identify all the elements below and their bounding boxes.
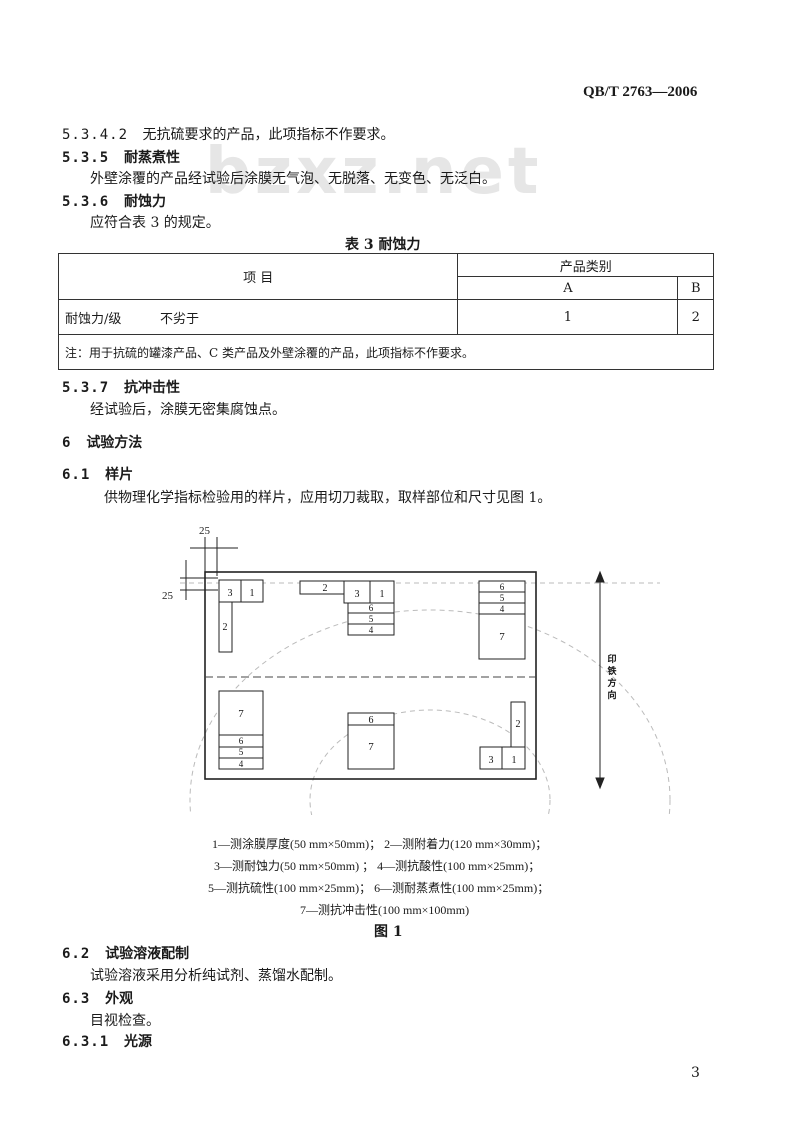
table-item-header: 项 目: [57, 253, 459, 300]
clause-number: 6.3: [62, 991, 91, 1007]
clause-6-1-body: 供物理化学指标检验用的样片，应用切刀裁取，取样部位和尺寸见图 1。: [104, 490, 552, 506]
dimension-top: [190, 537, 238, 576]
clause-text: 无抗硫要求的产品，此项指标不作要求。: [142, 127, 395, 143]
clause-title: 耐蚀力: [124, 194, 167, 210]
table-caption: 表 3 耐蚀力: [345, 237, 421, 253]
table-note: 注：用于抗硫的罐漆产品、C 类产品及外壁涂覆的产品，此项指标不作要求。: [58, 334, 714, 370]
sample-block: [343, 580, 395, 604]
watermark-text: bzxz.net: [205, 135, 543, 209]
printing-direction-arrow: [595, 570, 605, 790]
label-7: 7: [499, 631, 505, 643]
background-curves: [180, 582, 671, 815]
dimension-left-label: 25: [162, 590, 174, 602]
direction-char: 印: [607, 653, 616, 664]
table-col-b: B: [677, 276, 714, 300]
sample-block: [218, 601, 233, 653]
standard-number: QB/T 2763—2006: [583, 84, 698, 100]
label-2: 2: [323, 583, 328, 594]
clause-number: 6.1: [62, 467, 91, 483]
label-1: 1: [250, 588, 255, 599]
table-col-a: A: [457, 276, 679, 300]
label-5: 5: [369, 614, 374, 624]
clause-number: 5.3.4.2: [62, 127, 129, 143]
dimension-top-label: 25: [199, 525, 211, 537]
table-row-condition: 不劣于: [160, 299, 459, 335]
label-6: 6: [369, 603, 374, 613]
clause-number: 6.2: [62, 946, 91, 962]
sample-block: [478, 580, 526, 660]
direction-char: 铁: [607, 665, 616, 676]
clause-6-3-1-heading: 6.3.1 光源: [62, 1031, 152, 1051]
sample-block: [218, 690, 264, 770]
clause-5-3-7-body: 经试验后，涂膜无密集腐蚀点。: [90, 402, 286, 418]
clause-5-3-4-2: 5.3.4.2 无抗硫要求的产品，此项指标不作要求。: [62, 124, 394, 144]
clause-number: 6.3.1: [62, 1034, 110, 1050]
table-val-b: 2: [677, 299, 714, 335]
figure-legend-line: 1—测涂膜厚度(50 mm×50mm)； 2—测附着力(120 mm×30mm)…: [212, 837, 548, 851]
label-7: 7: [368, 741, 374, 753]
clause-5-3-6-heading: 5.3.6 耐蚀力: [62, 191, 166, 211]
direction-char: 方: [607, 677, 616, 688]
table-3: 项 目 产品类别 A B 耐蚀力/级 不劣于 1 2 注：用于抗硫的罐漆产品、C…: [57, 253, 714, 370]
label-4: 4: [369, 625, 374, 635]
page-number: 3: [691, 1065, 700, 1081]
label-3: 3: [489, 755, 494, 766]
clause-5-3-5-body: 外壁涂覆的产品经试验后涂膜无气泡、无脱落、无变色、无泛白。: [90, 171, 496, 187]
figure-legend-line: 7—测抗冲击性(100 mm×100mm): [300, 903, 470, 917]
clause-title: 试验溶液配制: [105, 946, 190, 962]
clause-6-3-heading: 6.3 外观: [62, 988, 133, 1008]
clause-5-3-6-body: 应符合表 3 的规定。: [90, 215, 220, 231]
clause-number: 5.3.5: [62, 150, 110, 166]
figure-1-diagram: 25 25: [162, 525, 671, 815]
clause-title: 外观: [105, 991, 134, 1007]
clause-number: 5.3.6: [62, 194, 110, 210]
clause-title: 耐蒸煮性: [124, 150, 181, 166]
label-4: 4: [500, 604, 505, 614]
clause-6-2-body: 试验溶液采用分析纯试剂、蒸馏水配制。: [90, 968, 342, 984]
clause-title: 抗冲击性: [124, 380, 181, 396]
clause-5-3-5-heading: 5.3.5 耐蒸煮性: [62, 147, 180, 167]
label-3: 3: [355, 589, 360, 600]
label-2: 2: [516, 719, 521, 730]
label-3: 3: [228, 588, 233, 599]
label-7: 7: [238, 708, 244, 720]
table-val-a: 1: [457, 299, 679, 335]
label-4: 4: [239, 759, 244, 769]
table-category-header: 产品类别: [457, 253, 714, 277]
label-6: 6: [369, 715, 374, 726]
clause-6-3-body: 目视检查。: [90, 1013, 160, 1029]
label-5: 5: [239, 747, 244, 757]
table-row-label: 耐蚀力/级: [58, 299, 160, 335]
clause-6-heading: 6 试验方法: [62, 432, 142, 452]
clause-title: 光源: [124, 1034, 153, 1050]
figure-legend-line: 5—测抗硫性(100 mm×25mm)； 6—测耐蒸煮性(100 mm×25mm…: [208, 881, 550, 895]
sample-block: [347, 712, 395, 770]
clause-6-1-heading: 6.1 样片: [62, 464, 133, 484]
label-1: 1: [380, 589, 385, 600]
label-6: 6: [239, 736, 244, 746]
direction-char: 向: [607, 689, 616, 700]
sample-block: [347, 602, 395, 636]
figure-caption: 图 1: [374, 924, 403, 940]
tinplate-sheet: [204, 571, 537, 780]
clause-6-2-heading: 6.2 试验溶液配制: [62, 943, 189, 963]
label-2: 2: [223, 622, 228, 633]
label-6: 6: [500, 582, 505, 592]
label-1: 1: [512, 755, 517, 766]
figure-legend-line: 3—测耐蚀力(50 mm×50mm) ； 4—测抗酸性(100 mm×25mm)…: [214, 859, 541, 873]
clause-5-3-7-heading: 5.3.7 抗冲击性: [62, 377, 180, 397]
clause-number: 5.3.7: [62, 380, 110, 396]
clause-number: 6: [62, 435, 72, 451]
dimension-left: [180, 560, 218, 600]
label-5: 5: [500, 593, 505, 603]
clause-title: 试验方法: [86, 435, 143, 451]
clause-title: 样片: [105, 467, 134, 483]
